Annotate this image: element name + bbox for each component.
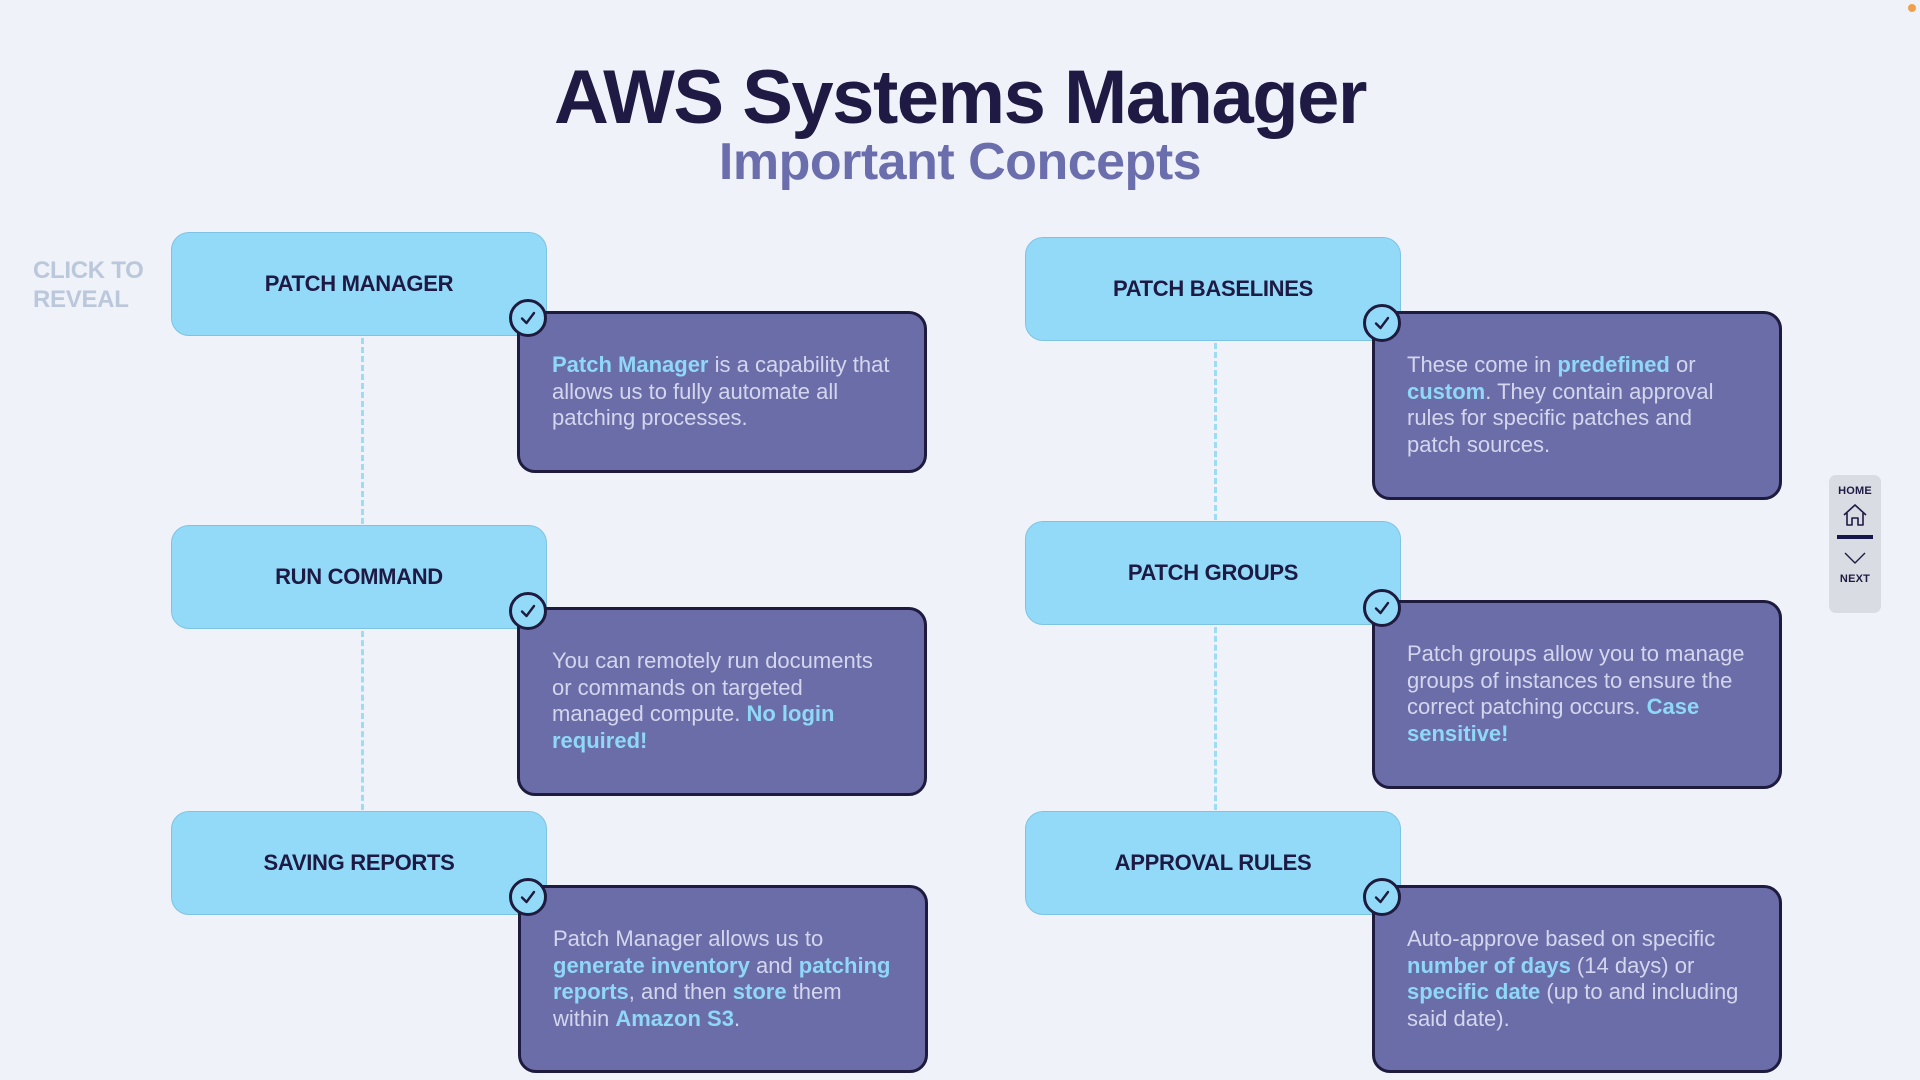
connector-right-2 <box>1214 627 1217 810</box>
description-text: is a capability that allows us to fully … <box>552 352 890 430</box>
concept-run-command[interactable]: RUN COMMAND <box>171 525 547 629</box>
status-dot <box>1908 4 1916 12</box>
concept-label: PATCH GROUPS <box>1127 560 1299 585</box>
description-text: or <box>1669 352 1696 377</box>
description-patch-groups: Patch groups allow you to manage groups … <box>1372 600 1782 789</box>
concept-patch-groups[interactable]: PATCH GROUPS <box>1025 521 1401 625</box>
concept-patch-baselines[interactable]: PATCH BASELINES <box>1025 237 1401 341</box>
concept-approval-rules[interactable]: APPROVAL RULES <box>1025 811 1401 915</box>
home-button[interactable]: HOME <box>1838 475 1872 527</box>
highlighted-text: patching reports <box>553 952 891 1005</box>
hint-line-2: REVEAL <box>33 286 129 313</box>
description-text: . <box>733 1005 741 1031</box>
connector-left-2 <box>361 631 364 810</box>
slide-navigation: HOME NEXT <box>1829 475 1881 613</box>
hint-line-1: CLICK TO <box>33 257 144 284</box>
chevron-down-icon <box>1844 552 1866 564</box>
highlighted-text: store <box>732 979 787 1004</box>
concept-label: RUN COMMAND <box>275 564 443 589</box>
description-patch-manager: Patch Manager is a capability that allow… <box>517 311 927 473</box>
description-text: Auto-approve based on specific <box>1407 926 1716 951</box>
description-text: These come in <box>1407 352 1558 377</box>
concept-label: PATCH BASELINES <box>1112 276 1314 301</box>
concept-label: PATCH MANAGER <box>264 271 454 296</box>
description-text: You can remotely run documents or comman… <box>552 648 873 726</box>
click-to-reveal-hint: CLICK TO REVEAL <box>33 256 144 314</box>
highlighted-text: Case sensitive! <box>1407 694 1700 746</box>
description-text: and <box>749 952 799 978</box>
check-icon[interactable] <box>509 878 547 916</box>
next-button[interactable]: NEXT <box>1840 551 1870 585</box>
highlighted-text: specific date <box>1407 979 1541 1004</box>
highlighted-text: custom <box>1407 378 1486 404</box>
highlighted-text: predefined <box>1557 352 1670 377</box>
next-label: NEXT <box>1839 573 1871 585</box>
check-icon[interactable] <box>509 299 547 337</box>
connector-right-1 <box>1214 343 1217 520</box>
home-icon <box>1843 504 1867 526</box>
description-text: them within <box>553 979 842 1031</box>
concept-saving-reports[interactable]: SAVING REPORTS <box>171 811 547 915</box>
description-patch-baselines: These come in predefined or custom. They… <box>1372 311 1782 500</box>
concept-patch-manager[interactable]: PATCH MANAGER <box>171 232 547 336</box>
description-text: Patch Manager allows us to <box>553 926 824 951</box>
description-text: , and then <box>628 979 733 1004</box>
highlighted-text: Amazon S3 <box>615 1005 734 1031</box>
check-icon[interactable] <box>1363 589 1401 627</box>
concept-label: SAVING REPORTS <box>263 850 455 875</box>
highlighted-text: generate inventory <box>553 952 750 978</box>
description-text: (14 days) or <box>1570 952 1695 978</box>
page-title: AWS Systems Manager <box>553 55 1368 140</box>
description-approval-rules: Auto-approve based on specific number of… <box>1372 885 1782 1073</box>
nav-divider <box>1837 535 1873 539</box>
description-text: . They contain approval rules for specif… <box>1407 378 1714 457</box>
description-text: Patch groups allow you to manage groups … <box>1407 641 1745 719</box>
concept-label: APPROVAL RULES <box>1114 850 1312 875</box>
highlighted-text: Patch Manager <box>552 352 709 377</box>
description-text: (up to and including said date). <box>1407 979 1739 1031</box>
check-icon[interactable] <box>509 592 547 630</box>
check-icon[interactable] <box>1363 878 1401 916</box>
description-run-command: You can remotely run documents or comman… <box>517 607 927 796</box>
highlighted-text: No login required! <box>552 701 835 753</box>
home-label: HOME <box>1838 485 1872 497</box>
description-saving-reports: Patch Manager allows us to generate inve… <box>518 885 928 1073</box>
check-icon[interactable] <box>1363 304 1401 342</box>
connector-left-1 <box>361 338 364 524</box>
highlighted-text: number of days <box>1407 952 1571 978</box>
page-subtitle: Important Concepts <box>718 133 1202 191</box>
